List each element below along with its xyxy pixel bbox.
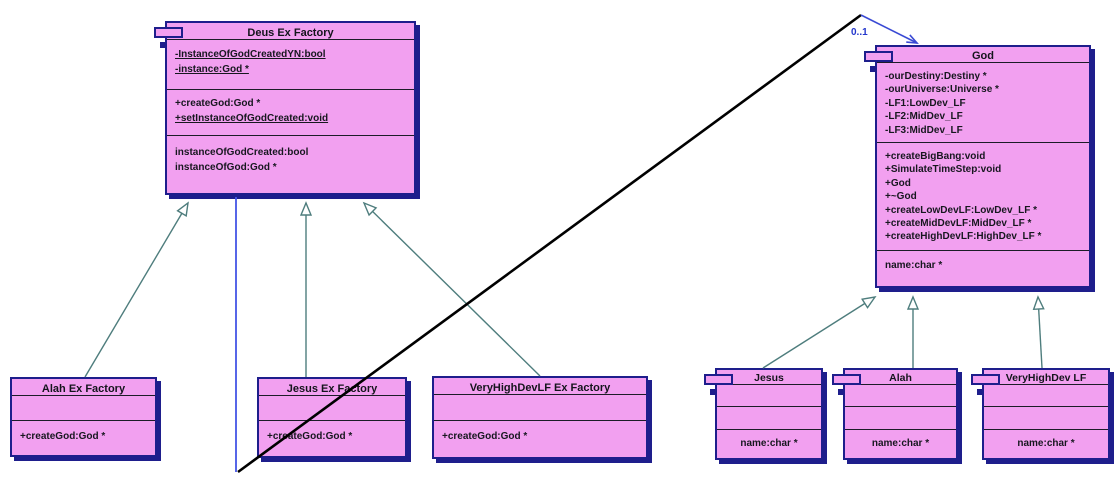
- attribute: -InstanceOfGodCreatedYN:bool: [175, 49, 326, 60]
- class-title: VeryHighDevLF Ex Factory: [469, 382, 611, 394]
- attributes-compartment: [984, 384, 1108, 406]
- method: +createGod:God *: [267, 431, 353, 442]
- properties-compartment: name:char *: [984, 429, 1108, 458]
- property: instanceOfGod:God *: [175, 162, 277, 173]
- class-jesus-ex-factory: Jesus Ex Factory +createGod:God *: [257, 377, 407, 458]
- attribute: -LF2:MidDev_LF: [885, 111, 963, 123]
- class-stereotype-dot-icon: [838, 389, 844, 395]
- class-stereotype-icon: [971, 374, 1000, 385]
- class-stereotype-icon: [154, 27, 183, 38]
- class-stereotype-icon: [832, 374, 861, 385]
- attribute: -ourUniverse:Universe *: [885, 84, 999, 96]
- generalization-alah-factory-to-deus: [84, 201, 189, 378]
- method: +createLowDevLF:LowDev_LF *: [885, 204, 1037, 216]
- property: name:char *: [871, 438, 930, 449]
- methods-compartment: +createBigBang:void +SimulateTimeStep:vo…: [877, 142, 1089, 250]
- method: +createMidDevLF:MidDev_LF *: [885, 218, 1032, 230]
- method: +createBigBang:void: [885, 151, 986, 162]
- class-jesus: Jesus name:char *: [704, 368, 823, 460]
- properties-compartment: name:char *: [877, 250, 1089, 286]
- class-stereotype-icon: [704, 374, 733, 385]
- association-deus-to-god-segment-arrow: [860, 14, 919, 44]
- methods-compartment: [845, 406, 956, 429]
- class-deus-ex-factory: Deus Ex Factory -InstanceOfGodCreatedYN:…: [154, 21, 416, 195]
- property: name:char *: [740, 438, 798, 449]
- properties-compartment: name:char *: [717, 429, 821, 458]
- attributes-compartment: [259, 395, 405, 420]
- methods-compartment: [984, 406, 1108, 429]
- method: +God: [885, 177, 911, 189]
- class-veryhighdevlf-ex-factory: VeryHighDevLF Ex Factory +createGod:God …: [432, 376, 648, 459]
- methods-compartment: +createGod:God * +setInstanceOfGodCreate…: [167, 89, 414, 135]
- method: +createGod:God *: [175, 98, 261, 109]
- attribute: -ourDestiny:Destiny *: [885, 71, 987, 82]
- generalization-jesus-to-god: [762, 296, 877, 369]
- attribute: -instance:God *: [175, 64, 249, 75]
- class-stereotype-dot-icon: [160, 42, 166, 48]
- class-stereotype-dot-icon: [710, 389, 716, 395]
- properties-compartment: name:char *: [845, 429, 956, 458]
- multiplicity-label: 0..1: [851, 27, 868, 38]
- attribute: -LF1:LowDev_LF: [885, 97, 966, 109]
- class-alah-ex-factory: Alah Ex Factory +createGod:God *: [10, 377, 157, 457]
- method: +createGod:God *: [20, 431, 106, 442]
- class-stereotype-dot-icon: [977, 389, 983, 395]
- attributes-compartment: -InstanceOfGodCreatedYN:bool -instance:G…: [167, 39, 414, 89]
- property: name:char *: [1017, 438, 1075, 449]
- attributes-compartment: [845, 384, 956, 406]
- generalization-vhd-factory-to-deus: [362, 201, 541, 377]
- method: +setInstanceOfGodCreated:void: [175, 113, 329, 124]
- methods-compartment: +createGod:God *: [434, 420, 646, 457]
- attributes-compartment: [717, 384, 821, 406]
- property: instanceOfGodCreated:bool: [175, 147, 309, 158]
- method: +createHighDevLF:HighDev_LF *: [885, 231, 1042, 243]
- class-title: God: [972, 50, 994, 62]
- methods-compartment: [717, 406, 821, 429]
- class-title: VeryHighDev LF: [1005, 372, 1087, 384]
- methods-compartment: +createGod:God *: [12, 420, 155, 455]
- class-god: God -ourDestiny:Destiny * -ourUniverse:U…: [864, 45, 1091, 288]
- method: +createGod:God *: [442, 431, 528, 442]
- class-stereotype-icon: [864, 51, 893, 62]
- attributes-compartment: [434, 394, 646, 420]
- class-title: Alah: [889, 372, 912, 384]
- class-title: Deus Ex Factory: [247, 27, 334, 39]
- class-alah: Alah name:char *: [832, 368, 958, 460]
- class-title: Jesus Ex Factory: [286, 383, 378, 395]
- generalization-vhd-to-god: [1032, 295, 1045, 369]
- attributes-compartment: [12, 395, 155, 420]
- class-stereotype-dot-icon: [870, 66, 876, 72]
- properties-compartment: instanceOfGodCreated:bool instanceOfGod:…: [167, 135, 414, 193]
- class-title: Alah Ex Factory: [41, 383, 126, 395]
- attributes-compartment: -ourDestiny:Destiny * -ourUniverse:Unive…: [877, 62, 1089, 142]
- method: +SimulateTimeStep:void: [885, 164, 1002, 176]
- attribute: -LF3:MidDev_LF: [885, 124, 963, 136]
- class-veryhighdev-lf: VeryHighDev LF name:char *: [971, 368, 1110, 460]
- method: +~God: [885, 191, 917, 203]
- property: name:char *: [885, 260, 943, 271]
- methods-compartment: +createGod:God *: [259, 420, 405, 456]
